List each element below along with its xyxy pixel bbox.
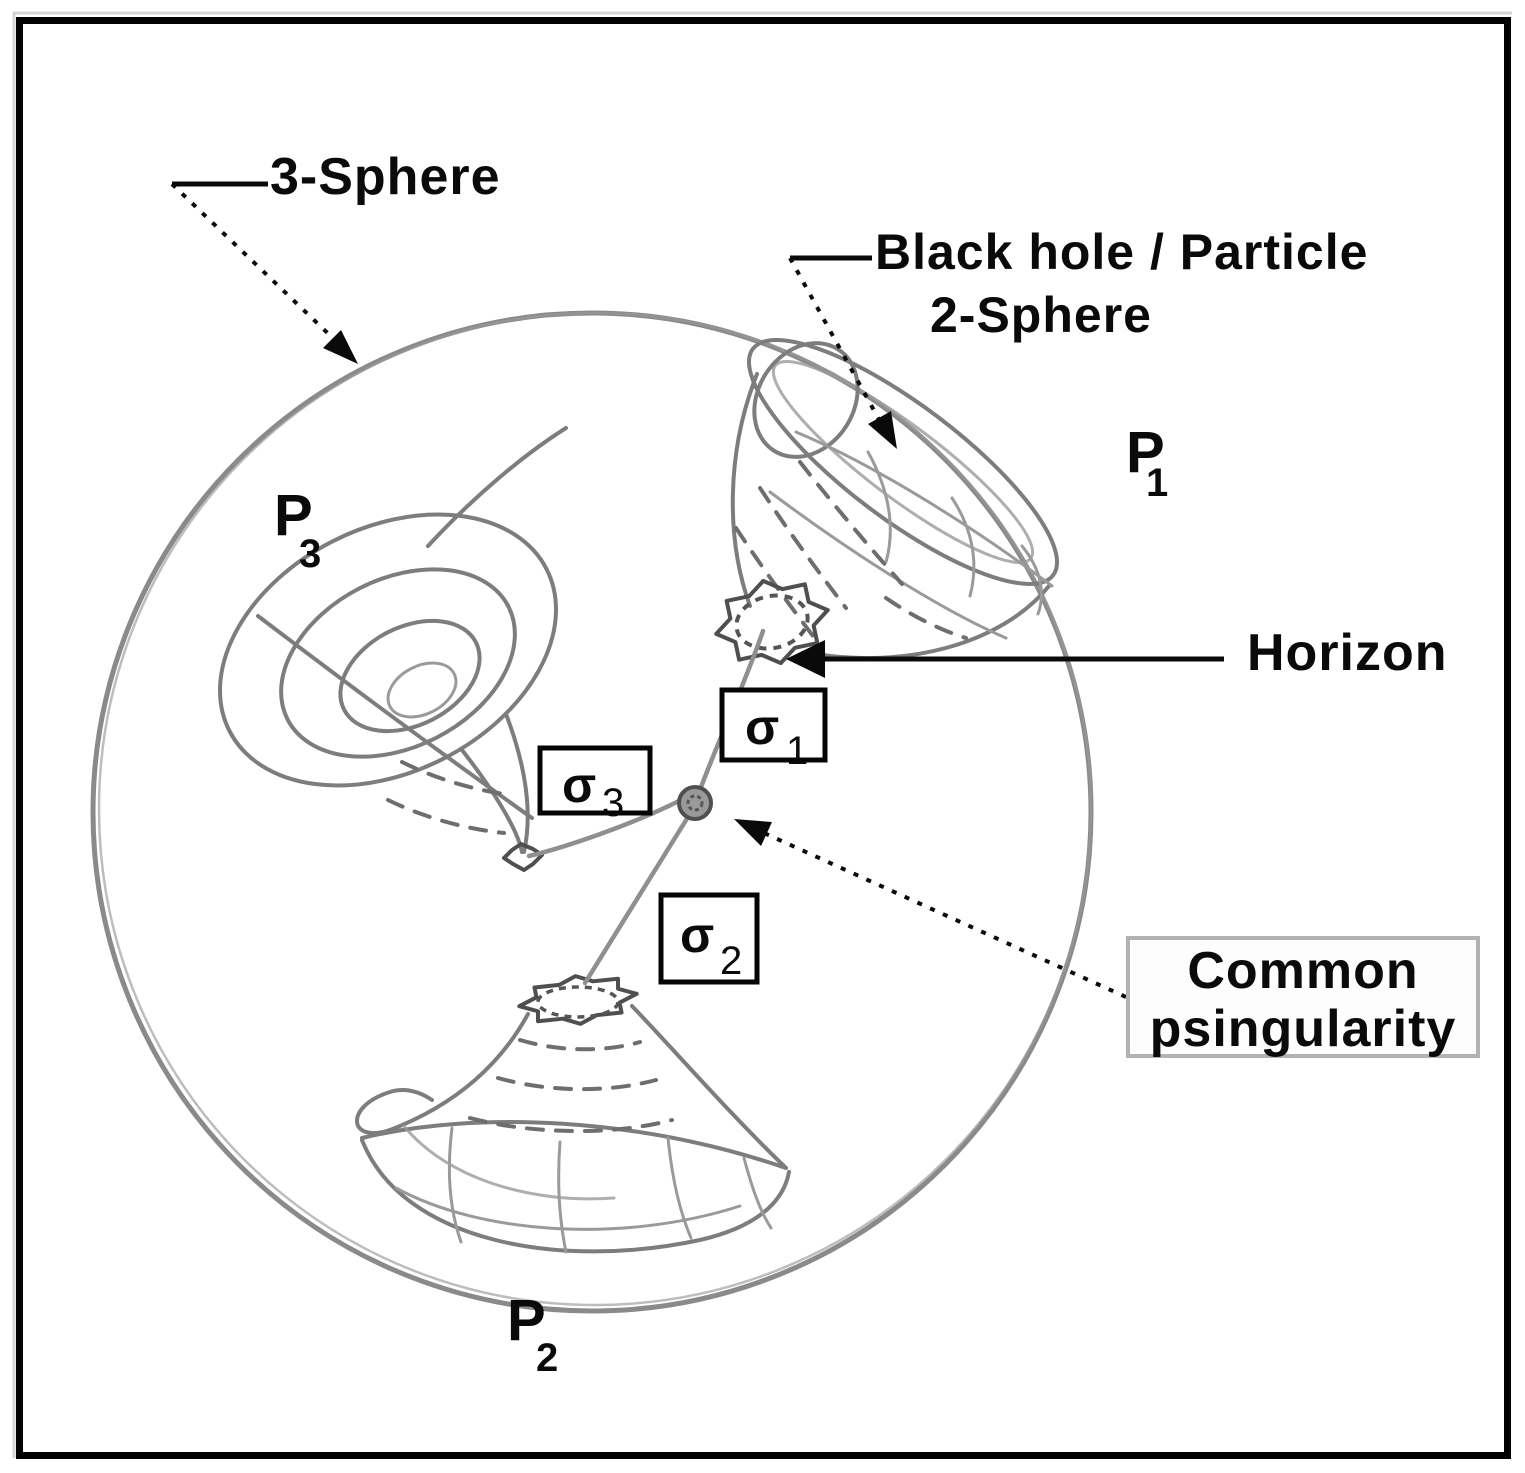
funnel-p1-mesh: [794, 430, 1054, 588]
funnel-p1-mesh: [866, 450, 892, 564]
figure-frame: [16, 17, 1511, 1459]
funnel-p2-opening: [402, 1124, 616, 1201]
horizon-ring-p2-inner: [536, 985, 620, 1019]
p3-base: P: [274, 483, 314, 548]
funnel-p2-dashes: [468, 1116, 674, 1134]
funnel-p3-neck: [504, 712, 530, 854]
funnel-p1-dashes: [734, 526, 815, 638]
sigma3-subscript: 3: [602, 781, 624, 825]
funnel-p2-mouth-back: [360, 1120, 788, 1170]
sigma1-subscript: 1: [786, 729, 808, 773]
horizon-ring-p1: [714, 578, 830, 666]
sigma2-symbol: σ: [680, 907, 715, 963]
blackhole-label-line2: 2-Sphere: [930, 287, 1152, 343]
three-sphere-circle: [90, 310, 1094, 1314]
funnel-p3-tip-scribble: [502, 842, 544, 872]
common-singularity-arrow-line: [763, 831, 1127, 999]
three-sphere-arrow-line: [170, 182, 340, 345]
funnel-p2-mesh: [557, 1140, 568, 1254]
funnel-p3-neck: [460, 748, 524, 854]
funnel-p3-ring: [218, 512, 558, 788]
p1-base: P: [1126, 420, 1166, 485]
funnel-p1-mesh: [1020, 544, 1043, 616]
funnel-p2-mouth-front: [360, 1138, 791, 1254]
horizon-arrowhead-icon: [786, 640, 825, 678]
funnel-p1-far-lip: [752, 341, 860, 459]
funnel-p2-left-curl: [355, 1088, 434, 1136]
funnel-p3: [218, 426, 568, 872]
common-singularity-box: [1126, 936, 1480, 1058]
funnel-p1-mesh: [950, 496, 976, 598]
horizon-label: Horizon: [1247, 624, 1448, 682]
label-p2: P 2: [507, 1288, 559, 1380]
sigma1-label-box: σ 1: [719, 687, 828, 773]
sigma2-label-box: σ 2: [658, 892, 760, 985]
funnel-p2-dashes: [518, 1038, 642, 1052]
annotation-blackhole-2sphere: Black hole / Particle 2-Sphere: [788, 224, 1368, 449]
p2-subscript: 2: [536, 1336, 559, 1380]
funnel-p2-dashes: [496, 1076, 658, 1092]
label-p3: P 3: [274, 483, 322, 576]
common-singularity-line2: psingularity: [1150, 1000, 1457, 1058]
funnel-p2-mesh: [394, 1186, 742, 1231]
funnel-p2-right-edge: [630, 1004, 788, 1170]
funnel-p3-dashes: [386, 798, 506, 835]
funnel-p3-ring: [279, 567, 517, 759]
funnel-p2: [355, 974, 791, 1254]
funnel-p2-left-edge: [388, 1012, 530, 1132]
funnel-p1-right-edge: [814, 584, 1051, 661]
funnel-p3-axis-line: [426, 426, 568, 548]
funnel-p2-mesh: [742, 1156, 773, 1230]
horizon-ring-p1-inner: [734, 593, 810, 651]
three-sphere-arrowhead-icon: [323, 330, 358, 364]
funnel-p1-mouth: [746, 338, 1060, 586]
sigma3-geodesic-line: [526, 798, 682, 859]
common-singularity-arrowhead-icon: [734, 819, 772, 846]
funnel-p1-left-edge: [730, 372, 759, 608]
funnel-p1-dashes: [884, 596, 968, 640]
blackhole-arrow-line: [788, 257, 884, 426]
funnel-p1: [714, 338, 1060, 666]
p2-base: P: [507, 1288, 547, 1353]
common-singularity-point: [677, 785, 713, 821]
common-singularity-line1: Common: [1187, 942, 1418, 1000]
sigma1-symbol: σ: [745, 699, 780, 755]
funnel-p2-mesh: [447, 1126, 463, 1244]
p3-subscript: 3: [299, 532, 322, 576]
sigma2-geodesic-line: [582, 814, 691, 986]
p1-subscript: 1: [1146, 461, 1169, 505]
funnel-p1-mesh: [768, 490, 1008, 640]
sigma2-subscript: 2: [720, 939, 742, 983]
funnel-p3-dashes: [400, 760, 514, 797]
annotation-common-singularity: Common psingularity: [734, 819, 1480, 1058]
sigma3-label-box: σ 3: [537, 745, 653, 825]
annotation-3-sphere: 3-Sphere: [170, 148, 501, 364]
funnel-p1-dashes: [758, 486, 848, 610]
funnel-p3-ring: [338, 618, 482, 734]
blackhole-label-line1: Black hole / Particle: [875, 224, 1368, 280]
label-p1: P 1: [1126, 420, 1169, 505]
blackhole-arrowhead-icon: [868, 411, 897, 449]
three-sphere-label: 3-Sphere: [270, 148, 501, 206]
annotation-horizon: Horizon: [786, 624, 1448, 682]
horizon-ring-p2: [517, 974, 639, 1026]
funnel-p3-ring: [386, 661, 458, 719]
funnel-p2-mesh: [666, 1136, 693, 1240]
sigma3-symbol: σ: [562, 757, 597, 813]
